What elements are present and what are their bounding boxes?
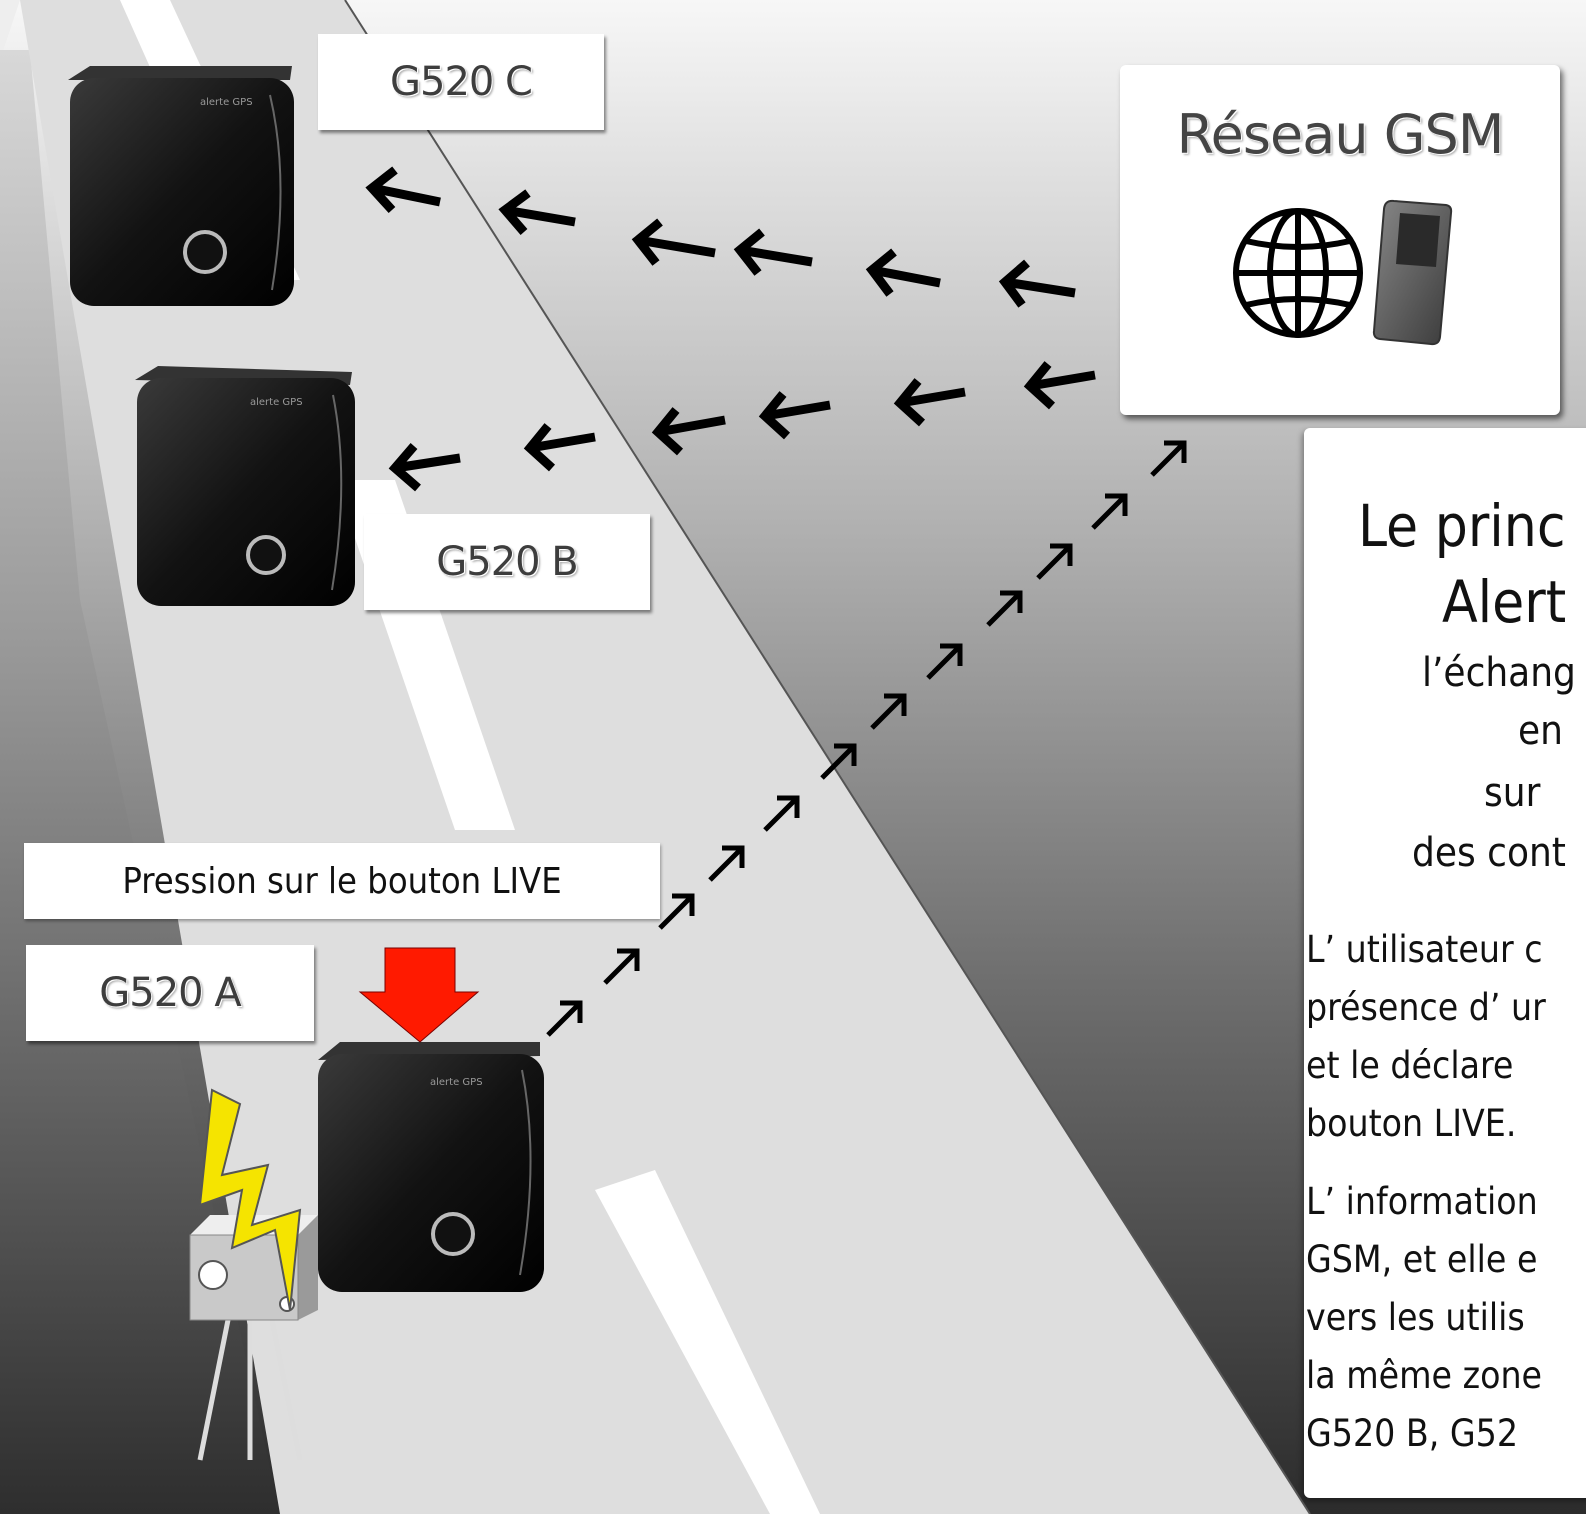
- info-para2-line1: L’ information: [1306, 1180, 1538, 1223]
- info-text-line4: en: [1518, 708, 1563, 754]
- gsm-title: Réseau GSM: [1176, 103, 1505, 166]
- up-right-arrow-icon: [820, 743, 857, 780]
- up-right-arrow-icon: [986, 590, 1023, 627]
- left-arrow-icon: [651, 407, 726, 456]
- left-shoulder: [0, 0, 20, 60]
- info-text-line3: l’échang: [1422, 650, 1576, 696]
- info-text-line6: des cont: [1412, 830, 1566, 876]
- info-heading-line2: Alert: [1442, 568, 1567, 636]
- svg-text:alerte GPS: alerte GPS: [200, 97, 253, 108]
- phone-icon: [1372, 199, 1453, 346]
- label-g520-c: G520 C: [318, 34, 604, 130]
- info-para2-line5: G520 B, G52: [1306, 1412, 1519, 1455]
- left-arrow-icon: [631, 218, 716, 266]
- device-g520-c: alerte GPS: [68, 66, 294, 306]
- info-panel: Le princ Alert l’échang en sur des cont …: [1304, 428, 1586, 1498]
- left-arrow-icon: [893, 378, 966, 427]
- left-arrow-icon: [865, 248, 941, 297]
- label-g520-b: G520 B: [364, 514, 650, 610]
- left-arrow-icon: [758, 391, 831, 440]
- up-right-arrow-icon: [1150, 440, 1187, 477]
- left-arrow-icon: [365, 166, 441, 214]
- up-right-arrow-icon: [1036, 543, 1073, 580]
- up-right-arrow-icon: [603, 948, 640, 985]
- signal-arrows-to-c: [365, 166, 1076, 308]
- left-dark-area: [0, 50, 280, 1514]
- up-right-arrow-icon: [1091, 493, 1128, 530]
- gsm-network-panel: Réseau GSM: [1120, 65, 1560, 415]
- live-press-arrow-icon: [358, 947, 480, 1043]
- info-para2-line2: GSM, et elle e: [1306, 1238, 1538, 1281]
- left-arrow-icon: [388, 443, 461, 492]
- info-para1-line2: présence d’ ur: [1306, 986, 1546, 1029]
- info-para1-line1: L’ utilisateur c: [1306, 928, 1543, 971]
- info-text-line5: sur: [1484, 770, 1541, 816]
- label-g520-a: G520 A: [26, 945, 314, 1041]
- up-right-arrow-icon: [870, 693, 907, 730]
- label-live-press: Pression sur le bouton LIVE: [24, 843, 660, 919]
- up-right-arrow-icon: [926, 643, 963, 680]
- svg-text:alerte GPS: alerte GPS: [250, 397, 303, 408]
- signal-arrows-to-b: [388, 361, 1096, 492]
- left-arrow-icon: [998, 259, 1076, 308]
- left-arrow-icon: [733, 228, 813, 276]
- signal-arrows-to-gsm: [546, 440, 1187, 1037]
- lane-marking: [595, 1170, 820, 1514]
- info-para1-line3: et le déclare: [1306, 1044, 1514, 1087]
- globe-icon: [1233, 208, 1363, 338]
- left-arrow-icon: [498, 189, 576, 235]
- device-g520-a: alerte GPS: [318, 1042, 544, 1292]
- up-right-arrow-icon: [763, 795, 800, 832]
- info-para1-line4: bouton LIVE.: [1306, 1102, 1517, 1145]
- up-right-arrow-icon: [708, 845, 745, 882]
- info-para2-line4: la même zone: [1306, 1354, 1543, 1397]
- up-right-arrow-icon: [546, 1000, 583, 1037]
- left-arrow-icon: [523, 423, 596, 472]
- device-g520-b: alerte GPS: [135, 366, 355, 606]
- info-para2-line3: vers les utilis: [1306, 1296, 1525, 1339]
- lightning-icon: [198, 1088, 302, 1311]
- up-right-arrow-icon: [658, 893, 695, 930]
- road-edge-line: [344, 0, 1311, 1514]
- info-heading-line1: Le princ: [1358, 492, 1566, 560]
- left-arrow-icon: [1023, 361, 1096, 410]
- svg-text:alerte GPS: alerte GPS: [430, 1077, 483, 1088]
